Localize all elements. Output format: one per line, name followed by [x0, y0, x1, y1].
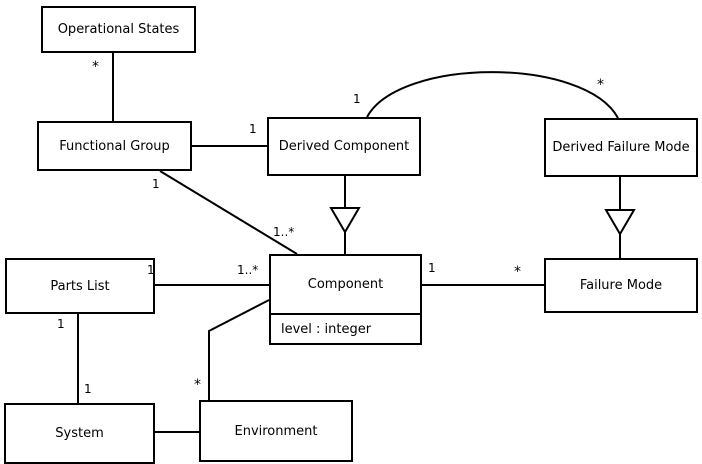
edge-environment-component: [208, 299, 270, 400]
uml-class-operational-states[interactable]: Operational States: [41, 6, 196, 53]
uml-class-parts-list[interactable]: Parts List: [5, 258, 155, 314]
class-name-derived-failure-mode: Derived Failure Mode: [552, 140, 690, 155]
multiplicity-functional-group-component-target: 1..*: [273, 225, 295, 239]
class-name-failure-mode: Failure Mode: [579, 278, 663, 293]
generalization-arrowhead-derived-component: [329, 207, 361, 234]
edge-functional-group-component: [159, 170, 298, 255]
multiplicity-component-failure-mode-target: *: [514, 264, 521, 280]
multiplicity-parts-list-component-target: 1..*: [237, 263, 259, 277]
uml-class-failure-mode[interactable]: Failure Mode: [544, 258, 698, 313]
class-name-operational-states: Operational States: [57, 22, 180, 37]
multiplicity-operational-states: *: [92, 59, 99, 75]
multiplicity-parts-list-system-source: 1: [57, 317, 65, 331]
class-name-parts-list: Parts List: [50, 278, 110, 294]
multiplicity-derived-failure-mode-arc: *: [597, 77, 604, 93]
multiplicity-functional-group-component-source: 1: [152, 177, 160, 191]
uml-class-system[interactable]: System: [4, 403, 155, 464]
class-name-environment: Environment: [234, 423, 318, 439]
uml-class-derived-failure-mode[interactable]: Derived Failure Mode: [544, 118, 698, 177]
class-attribute-component-level: level : integer: [271, 313, 420, 343]
multiplicity-derived-component-arc: 1: [353, 92, 361, 106]
generalization-arrowhead-derived-failure-mode: [604, 209, 636, 236]
class-name-functional-group: Functional Group: [59, 138, 170, 154]
uml-class-component[interactable]: Component level : integer: [269, 254, 422, 345]
uml-class-environment[interactable]: Environment: [199, 400, 353, 462]
class-name-component: Component: [307, 277, 384, 292]
uml-class-functional-group[interactable]: Functional Group: [37, 121, 192, 171]
multiplicity-parts-list-system-target: 1: [84, 382, 92, 396]
multiplicity-parts-list-component-source: 1: [147, 263, 155, 277]
class-name-derived-component: Derived Component: [278, 139, 410, 154]
multiplicity-functional-group-derived-component: 1: [249, 122, 257, 136]
uml-class-derived-component[interactable]: Derived Component: [267, 117, 421, 176]
multiplicity-environment-component: *: [194, 377, 201, 393]
multiplicity-component-failure-mode-source: 1: [428, 261, 436, 275]
class-name-system: System: [55, 426, 104, 441]
edge-derived-component-derived-failure-mode: [366, 71, 619, 119]
